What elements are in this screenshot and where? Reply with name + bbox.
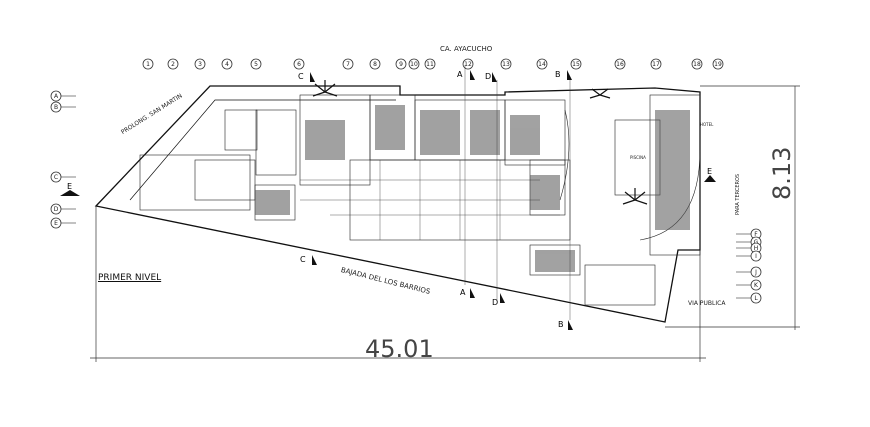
svg-text:4: 4 [225,61,229,68]
row-axis-A: A [50,90,76,102]
site-outline [94,85,701,323]
svg-text:F: F [754,231,758,238]
svg-text:3: 3 [198,61,202,68]
svg-text:E: E [54,220,58,227]
dimension-width: 45.01 [365,335,434,363]
section-label-d-top: D [485,72,492,81]
row-axis-H: H [736,242,762,254]
street-label-top: CA. AYACUCHO [440,45,493,53]
row-axis-K: K [736,279,762,291]
column-axis-8: 8 [369,58,381,70]
row-axis-D: D [50,203,76,215]
row-axis-C: C [50,171,76,183]
interior-lines [300,65,571,320]
svg-text:10: 10 [410,61,418,68]
column-axis-1: 1 [142,58,154,70]
column-axis-7: 7 [342,58,354,70]
svg-text:7: 7 [346,61,350,68]
svg-text:L: L [754,295,758,302]
section-label-a-top: A [457,70,463,79]
svg-text:15: 15 [572,61,580,68]
row-axis-bubbles-right: FGHIJKL [736,228,762,304]
section-label-a-bottom: A [460,288,466,297]
column-axis-4: 4 [221,58,233,70]
column-axis-15: 15 [570,58,582,70]
svg-text:H: H [754,245,759,252]
row-axis-L: L [736,292,762,304]
palm-trees [312,80,648,205]
column-axis-18: 18 [691,58,703,70]
svg-text:11: 11 [426,61,434,68]
column-axis-2: 2 [167,58,179,70]
column-axis-17: 17 [650,58,662,70]
level-title: PRIMER NIVEL [98,273,162,283]
svg-text:8: 8 [373,61,377,68]
column-axis-9: 9 [395,58,407,70]
hatched-areas [255,105,690,272]
svg-text:5: 5 [254,61,258,68]
room-label-hotel: HOTEL [700,122,714,127]
svg-text:A: A [54,93,59,100]
svg-text:14: 14 [538,61,546,68]
column-axis-6: 6 [293,58,305,70]
svg-text:C: C [54,174,58,181]
street-label-public: VIA PUBLICA [688,300,726,307]
section-label-b-top: B [555,70,561,79]
column-axis-5: 5 [250,58,262,70]
section-marks [60,70,716,330]
row-axis-E: E [50,217,76,229]
svg-text:D: D [54,206,59,213]
svg-text:9: 9 [399,61,403,68]
dimension-height: 8.13 [768,146,796,200]
row-axis-J: J [736,266,762,278]
column-axis-14: 14 [536,58,548,70]
svg-text:I: I [755,253,757,260]
column-axis-10: 10 [408,58,420,70]
section-label-c-bottom: C [300,255,306,264]
street-label-right: PARA TERCEROS [735,173,741,215]
column-axis-19: 19 [712,58,724,70]
svg-text:2: 2 [171,61,175,68]
section-label-c-top: C [298,72,304,81]
svg-text:16: 16 [616,61,624,68]
svg-text:B: B [54,104,58,111]
svg-text:1: 1 [146,61,150,68]
svg-text:19: 19 [714,61,722,68]
column-axis-16: 16 [614,58,626,70]
column-axis-3: 3 [194,58,206,70]
svg-text:17: 17 [652,61,660,68]
column-axis-12: 12 [462,58,474,70]
svg-text:J: J [754,269,757,276]
dimension-lines [90,85,800,362]
section-label-b-bottom: B [558,320,564,329]
column-axis-13: 13 [500,58,512,70]
svg-text:18: 18 [693,61,701,68]
room-label-pool: PISCINA [630,155,646,160]
column-axis-11: 11 [424,58,436,70]
svg-text:6: 6 [297,61,301,68]
section-label-d-bottom: D [492,298,499,307]
svg-text:13: 13 [502,61,510,68]
row-axis-F: F [736,228,762,240]
row-axis-B: B [50,101,76,113]
row-axis-I: I [736,250,762,262]
svg-text:K: K [754,282,759,289]
section-label-e-left: E [67,182,73,191]
section-label-e-right: E [707,167,713,176]
svg-text:12: 12 [464,61,472,68]
